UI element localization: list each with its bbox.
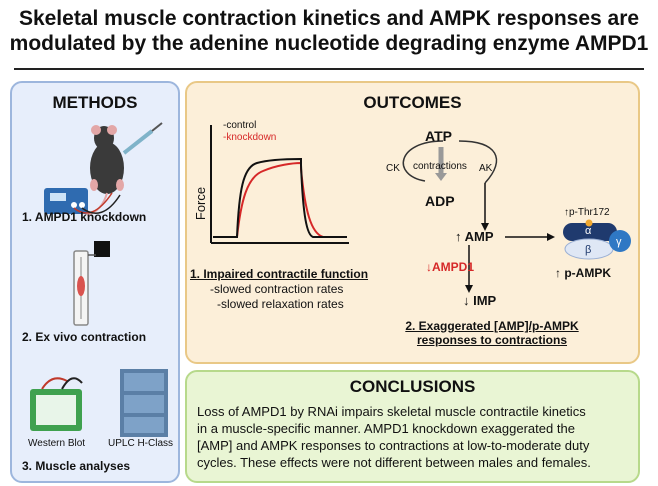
methods-panel: METHODS 1. AMPD1 knockdown [10,81,180,483]
conclusion-line: cycles. These effects were not different… [197,455,591,470]
conclusions-heading: CONCLUSIONS [349,377,476,396]
method-step-2: 2. Ex vivo contraction [22,330,147,344]
alpha-label: α [585,225,592,237]
force-axis-label: Force [193,186,209,221]
nucleotide-pathway-diagram [402,140,631,293]
uplc-instrument-icon [120,369,168,437]
control-trace [213,157,347,238]
western-blot-label: Western Blot [28,438,86,449]
uplc-label: UPLC H-Class [108,438,174,449]
ampd1-label: ↓AMPD1 [426,260,475,274]
title-line-2: modulated by the adenine nucleotide degr… [9,32,649,55]
force-trace-plot [210,125,349,244]
conclusions-panel: CONCLUSIONS Loss of AMPD1 by RNAi impair… [185,370,640,483]
ak-arc [458,140,498,184]
methods-heading: METHODS [52,93,138,112]
outcomes-heading: OUTCOMES [363,93,462,112]
syringe-icon [122,122,163,155]
method-step-1: 1. AMPD1 knockdown [22,210,147,224]
analyses-illustration [30,369,168,437]
finding-1-line-2: -slowed relaxation rates [217,297,344,311]
legend-knockdown: -knockdown [223,132,277,143]
mouse-icon [86,125,124,216]
phospho-site-icon [585,219,593,227]
ck-arc [402,140,444,182]
adp-label: ADP [425,193,455,209]
contractions-label: contractions [413,161,467,172]
knockdown-illustration [44,122,163,216]
imp-label: ↓ IMP [463,293,497,308]
outcomes-panel: OUTCOMES -control -knockdown Force 1. Im… [185,81,640,364]
ampk-gamma-subunit [609,230,631,252]
title-line-1: Skeletal muscle contraction kinetics and… [18,7,640,30]
finding-1-line-1: -slowed contraction rates [210,282,344,296]
finding-2-title: 2. Exaggerated [AMP]/p-AMPK responses to… [389,319,595,347]
finding-2-line-2: responses to contractions [416,333,568,347]
p-ampk-label: ↑ p-AMPK [555,266,611,280]
conclusions-body: Loss of AMPD1 by RNAi impairs skeletal m… [197,403,591,471]
organ-bath-icon [73,241,110,326]
finding-1-title: 1. Impaired contractile function [190,267,369,281]
ampk-complex-icon [563,219,631,260]
conclusion-line: in a muscle-specific manner. AMPD1 knock… [197,421,575,436]
ak-label: AK [479,163,493,174]
electroporator-icon [44,188,121,214]
p-thr172-label: ↑p-Thr172 [564,207,610,218]
conclusion-line: Loss of AMPD1 by RNAi impairs skeletal m… [197,404,586,419]
finding-2-line-1: 2. Exaggerated [AMP]/p-AMPK [405,319,579,333]
method-step-3: 3. Muscle analyses [22,459,131,473]
gel-box-icon [30,377,83,431]
legend-control: -control [223,120,257,131]
gamma-label: γ [616,236,622,248]
conclusion-line: [AMP] and AMPK responses to contractions… [197,438,590,453]
knockdown-trace [213,161,347,238]
amp-label: ↑ AMP [455,229,494,244]
ck-label: CK [386,163,400,174]
title-divider [14,68,644,70]
atp-label: ATP [425,128,452,144]
page-title: Skeletal muscle contraction kinetics and… [0,6,658,56]
beta-label: β [585,244,592,256]
ampk-alpha-subunit [563,223,617,241]
